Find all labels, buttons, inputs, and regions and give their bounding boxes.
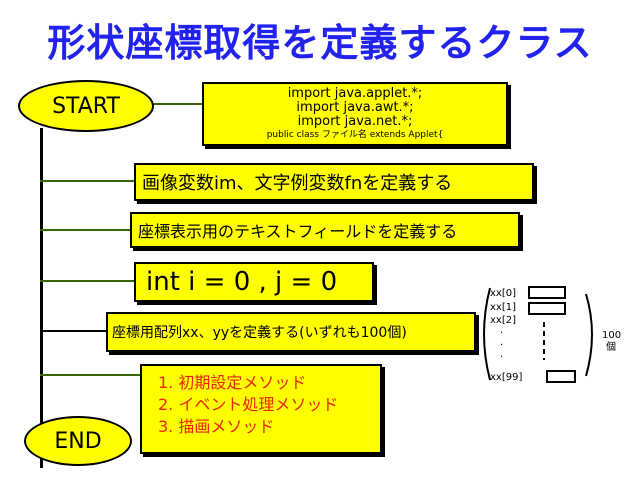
array-brackets bbox=[483, 287, 593, 381]
array-cell bbox=[528, 286, 566, 299]
connector-step3 bbox=[40, 280, 134, 282]
step-init-counters: int i = 0 , j = 0 bbox=[134, 262, 374, 302]
array-diagram: xx[0] xx[1] xx[2] · · · xx[99] 100 個 bbox=[478, 284, 636, 384]
code-line: import java.applet.*; bbox=[287, 86, 423, 101]
array-label: xx[2] bbox=[490, 315, 517, 326]
ellipsis-dot: · bbox=[500, 352, 504, 363]
ellipsis-dot: · bbox=[500, 328, 504, 339]
step-define-arrays: 座標用配列xx、yyを定義する(いずれも100個) bbox=[106, 312, 476, 352]
connector-step4 bbox=[40, 330, 106, 332]
end-node: END bbox=[24, 416, 132, 466]
method-item: 3. 描画メソッド bbox=[158, 417, 275, 436]
step-define-image-vars: 画像変数im、文字例変数fnを定義する bbox=[134, 163, 534, 201]
array-label: xx[1] bbox=[490, 302, 517, 313]
array-label: xx[99] bbox=[490, 372, 523, 383]
array-count: 100 bbox=[602, 330, 622, 341]
array-unit: 個 bbox=[606, 342, 616, 353]
class-declaration: public class ファイル名 extends Applet{ bbox=[266, 130, 444, 140]
step-define-textfield: 座標表示用のテキストフィールドを定義する bbox=[130, 212, 520, 248]
start-node: START bbox=[18, 80, 154, 132]
methods-box: 1. 初期設定メソッド 2. イベント処理メソッド 3. 描画メソッド bbox=[140, 364, 382, 454]
ellipsis-dot: · bbox=[500, 340, 504, 351]
connector-methods bbox=[40, 374, 140, 376]
code-line: import java.awt.*; bbox=[296, 100, 414, 115]
flow-spine bbox=[40, 128, 43, 468]
connector-step2 bbox=[40, 229, 130, 231]
page-title: 形状座標取得を定義するクラス bbox=[47, 21, 593, 65]
import-code-box: import java.applet.*; import java.awt.*;… bbox=[202, 82, 508, 146]
array-cell bbox=[528, 302, 566, 315]
method-item: 2. イベント処理メソッド bbox=[158, 395, 339, 414]
connector-code bbox=[150, 103, 202, 105]
code-line: import java.net.*; bbox=[297, 114, 413, 129]
method-item: 1. 初期設定メソッド bbox=[158, 373, 307, 392]
array-cell bbox=[546, 370, 576, 383]
connector-step1 bbox=[40, 180, 134, 182]
array-label: xx[0] bbox=[490, 288, 517, 299]
